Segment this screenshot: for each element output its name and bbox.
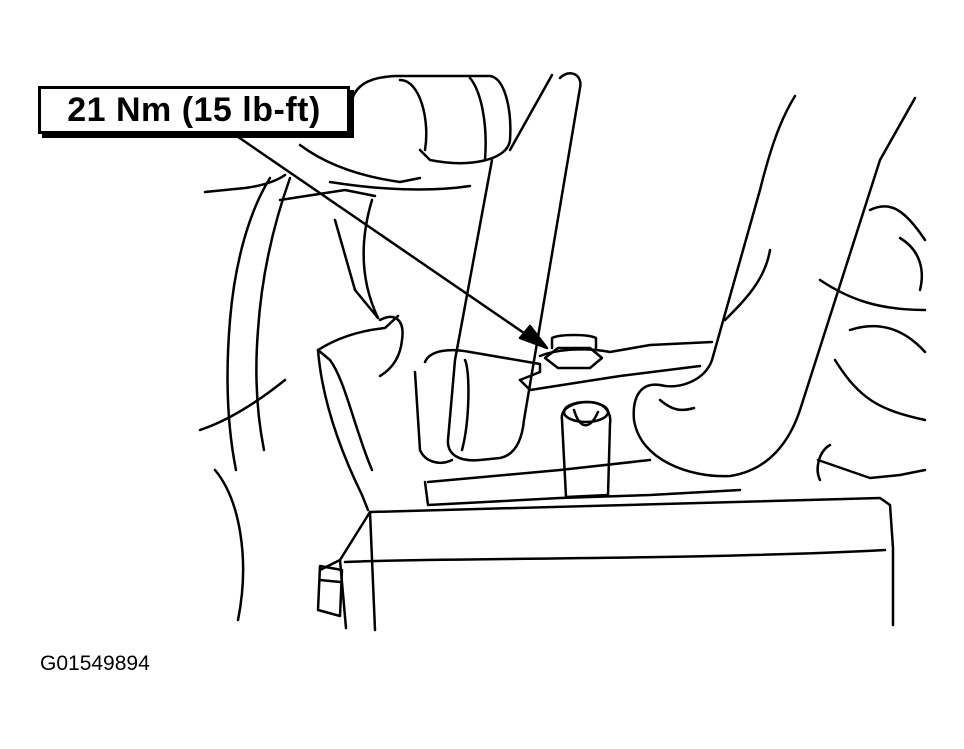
bolt-head bbox=[543, 346, 604, 370]
left-pipe bbox=[446, 72, 582, 462]
stud-bushing bbox=[560, 400, 612, 499]
mounting-plate bbox=[538, 340, 714, 358]
clip bbox=[423, 348, 542, 382]
side-nut bbox=[316, 564, 344, 618]
upper-housing bbox=[347, 74, 512, 165]
left-bracket bbox=[226, 176, 272, 472]
callout-leader bbox=[226, 128, 542, 346]
figure-id: G01549894 bbox=[40, 652, 150, 675]
torque-spec-label: 21 Nm (15 lb-ft) bbox=[38, 86, 350, 134]
right-pipe bbox=[632, 94, 917, 478]
callout-arrowhead bbox=[518, 324, 549, 350]
